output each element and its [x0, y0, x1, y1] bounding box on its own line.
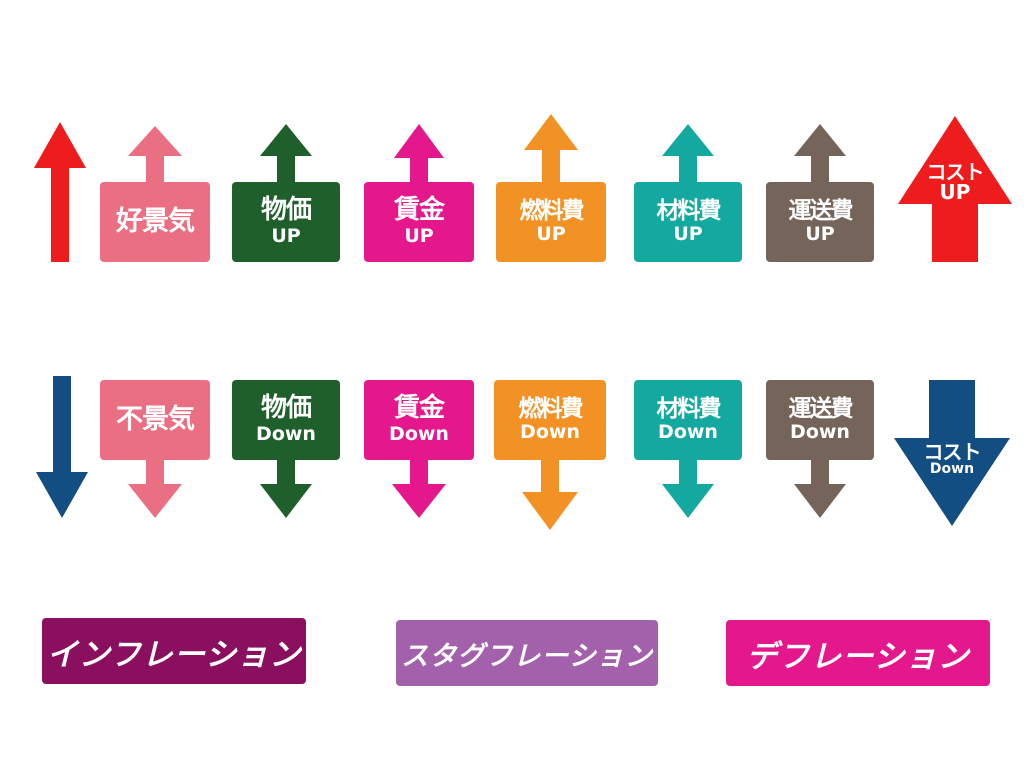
sign-fuel-up: 燃料費 UP — [496, 114, 606, 262]
sign-label-line1: 燃料費 — [518, 395, 584, 422]
arrow-down-icon — [522, 456, 578, 530]
cost-label-line1: コスト — [926, 160, 985, 184]
sign-label-line2: Down — [658, 421, 718, 444]
banner-label: デフレーション — [746, 638, 970, 675]
cost-label-line1: コスト — [923, 440, 982, 464]
sign-label-line1: 賃金 — [393, 195, 445, 226]
sign-label-line1: 好景気 — [116, 205, 195, 237]
sign-label-line1: 物価 — [260, 195, 312, 226]
arrow-up-icon — [794, 124, 846, 188]
sign-box: 燃料費 UP — [496, 182, 606, 262]
up-arrow-plain — [34, 122, 86, 262]
arrow-down-icon — [794, 456, 846, 518]
down-arrow-plain — [36, 376, 88, 518]
arrow-up-icon — [662, 124, 714, 188]
sign-good-economy: 好景気 — [100, 126, 210, 262]
sign-shipping-up: 運送費 UP — [766, 124, 874, 262]
cost-label-line2: UP — [939, 180, 971, 204]
cost-down-arrow: コスト Down — [894, 380, 1010, 526]
sign-box: 運送費 UP — [766, 182, 874, 262]
banner-label: スタグフレーション — [401, 640, 653, 672]
sign-recession: 不景気 — [100, 380, 210, 518]
sign-label-line2: Down — [256, 422, 316, 445]
sign-fuel-down: 燃料費 Down — [494, 380, 606, 530]
arrow-down-icon — [260, 456, 312, 518]
cost-label-line2: Down — [929, 461, 975, 477]
sign-label-line1: 燃料費 — [519, 197, 585, 224]
sign-shipping-down: 運送費 Down — [766, 380, 874, 518]
sign-label-line1: 材料費 — [656, 197, 722, 224]
cost-up-label: コスト UP — [898, 162, 1012, 202]
banner-label: インフレーション — [46, 636, 302, 673]
arrow-up-icon — [260, 124, 312, 188]
sign-box: 賃金 UP — [364, 182, 474, 262]
sign-box: 燃料費 Down — [494, 380, 606, 460]
sign-prices-down: 物価 Down — [232, 380, 340, 518]
sign-prices-up: 物価 UP — [232, 124, 340, 262]
sign-label-line2: UP — [673, 223, 703, 246]
sign-box: 好景気 — [100, 182, 210, 262]
sign-label-line2: Down — [389, 422, 449, 445]
sign-box: 賃金 Down — [364, 380, 474, 460]
banner-inflation: インフレーション — [42, 618, 306, 684]
sign-label-line1: 材料費 — [656, 395, 722, 422]
arrow-down-icon — [662, 456, 714, 518]
sign-wages-down: 賃金 Down — [364, 380, 474, 518]
sign-label-line1: 物価 — [260, 393, 312, 424]
sign-box: 運送費 Down — [766, 380, 874, 460]
sign-box: 材料費 UP — [634, 182, 742, 262]
cost-down-label: コスト Down — [894, 442, 1010, 476]
arrow-up-icon — [34, 122, 86, 262]
sign-label-line1: 不景気 — [116, 403, 195, 435]
sign-wages-up: 賃金 UP — [364, 124, 474, 262]
sign-label-line1: 運送費 — [788, 395, 854, 422]
sign-label-line2: UP — [271, 224, 301, 247]
sign-box: 材料費 Down — [634, 380, 742, 460]
sign-label-line2: UP — [805, 223, 835, 246]
sign-box: 物価 Down — [232, 380, 340, 460]
sign-materials-up: 材料費 UP — [634, 124, 742, 262]
sign-label-line1: 運送費 — [788, 197, 854, 224]
sign-label-line1: 賃金 — [393, 393, 445, 424]
sign-label-line2: Down — [520, 421, 580, 444]
cost-up-arrow: コスト UP — [898, 116, 1012, 262]
arrow-up-icon — [524, 114, 578, 186]
arrow-up-icon — [128, 126, 182, 186]
sign-box: 物価 UP — [232, 182, 340, 262]
arrow-down-icon — [894, 380, 1010, 526]
banner-stagflation: スタグフレーション — [396, 620, 658, 686]
arrow-up-icon — [394, 124, 444, 188]
sign-materials-down: 材料費 Down — [634, 380, 742, 518]
sign-label-line2: UP — [404, 224, 434, 247]
sign-label-line2: UP — [536, 223, 566, 246]
arrow-down-icon — [36, 376, 88, 518]
arrow-up-icon — [898, 116, 1012, 262]
arrow-down-icon — [128, 456, 182, 518]
sign-label-line2: Down — [790, 421, 850, 444]
banner-deflation: デフレーション — [726, 620, 990, 686]
sign-box: 不景気 — [100, 380, 210, 460]
arrow-down-icon — [392, 456, 446, 518]
